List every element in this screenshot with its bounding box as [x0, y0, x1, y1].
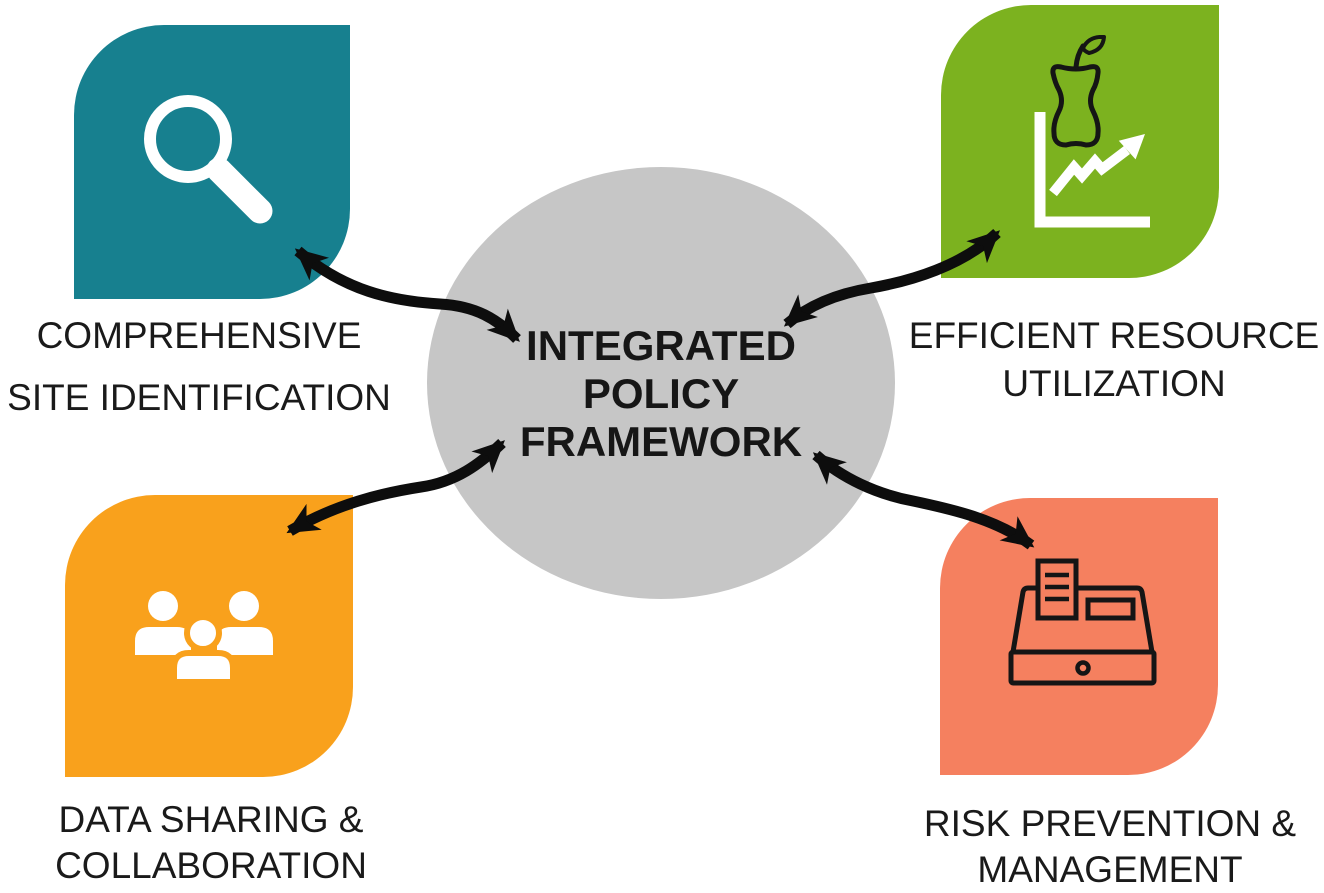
magnifier-handle: [206, 157, 273, 224]
person-front-body: [171, 650, 236, 683]
label-risk-prevention-line1: RISK PREVENTION &: [923, 803, 1297, 844]
register-body: [1010, 585, 1155, 653]
magnifier-search-icon: [144, 95, 273, 224]
label-risk-prevention: RISK PREVENTION & MANAGEMENT: [924, 801, 1296, 893]
chart-axes: [1034, 112, 1150, 228]
arrow-data-sharing-icon: [286, 439, 506, 536]
apple-leaf: [1081, 35, 1106, 55]
label-site-identification-line2: SITE IDENTIFICATION: [7, 377, 391, 418]
person-back-left-body: [135, 627, 191, 655]
register-drawer-knob: [1075, 660, 1091, 676]
chart-zigzag-line: [1049, 146, 1131, 197]
center-title-line1: INTEGRATED: [526, 322, 796, 369]
register-receipt: [1035, 558, 1079, 621]
arrow-risk-prevention-icon: [812, 450, 1035, 550]
chart-arrowhead: [1118, 134, 1145, 160]
apple-core: [1050, 64, 1101, 148]
center-title-line3: FRAMEWORK: [519, 418, 803, 465]
label-resource-utilization-line2: UTILIZATION: [1002, 363, 1226, 404]
people-group-icon: [135, 591, 273, 683]
arrow-site-identification-icon: [294, 246, 521, 343]
person-back-left-head: [148, 591, 178, 621]
register-receipt-lines: [1045, 572, 1069, 602]
arrow-resource-utilization-icon: [783, 228, 1001, 329]
register-display: [1085, 597, 1136, 621]
label-data-sharing: DATA SHARING & COLLABORATION: [55, 797, 367, 889]
center-title: INTEGRATED POLICY FRAMEWORK: [520, 322, 802, 466]
label-data-sharing-line2: COLLABORATION: [55, 845, 367, 886]
register-drawer: [1008, 649, 1157, 686]
cash-register-icon: [1008, 558, 1157, 686]
label-data-sharing-line1: DATA SHARING &: [58, 799, 364, 840]
label-risk-prevention-line2: MANAGEMENT: [977, 849, 1243, 890]
apple-core-growth-chart-icon: [1034, 35, 1150, 228]
person-back-right-head: [229, 591, 259, 621]
magnifier-lens: [144, 95, 232, 183]
person-front-head: [184, 614, 222, 652]
center-title-line2: POLICY: [582, 370, 740, 417]
person-back-right-body: [217, 627, 273, 655]
